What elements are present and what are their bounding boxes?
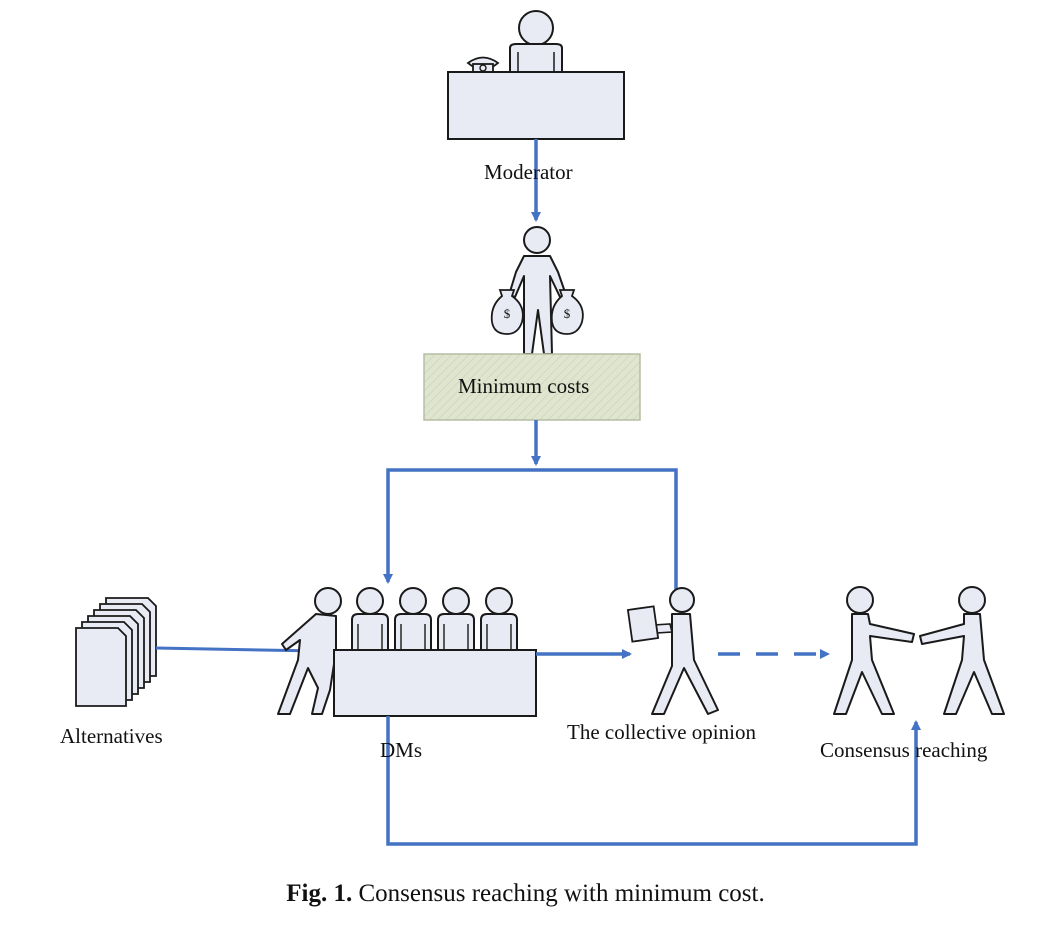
consensus-person-left <box>833 586 915 715</box>
minimum-costs-box <box>423 353 641 421</box>
alternatives-documents-icon <box>75 597 157 707</box>
figure-caption-text: Consensus reaching with minimum cost. <box>358 880 765 907</box>
consensus-reaching-label: Consensus reaching <box>820 738 988 762</box>
minimum-costs-label: Minimum costs <box>458 374 590 398</box>
dm-seated-person-2 <box>394 587 432 650</box>
figure-caption: Fig. 1. Consensus reaching with minimum … <box>0 880 1051 908</box>
telephone-icon <box>466 56 500 74</box>
dm-seated-person-1 <box>351 587 389 650</box>
dm-walker-figure <box>277 587 347 715</box>
collective-opinion-label: The collective opinion <box>567 720 756 744</box>
consensus-person-right <box>919 586 1005 715</box>
dms-label: DMs <box>380 738 423 762</box>
money-bag-left-symbol: $ <box>504 306 511 321</box>
moderator-figure <box>509 10 563 72</box>
alternatives-label: Alternatives <box>60 724 163 748</box>
dms-table <box>333 649 537 717</box>
figure-caption-prefix: Fig. 1. <box>286 880 353 907</box>
money-bag-right-icon: $ <box>550 289 584 335</box>
money-bag-left-icon: $ <box>490 289 524 335</box>
dm-seated-person-4 <box>480 587 518 650</box>
dm-seated-person-3 <box>437 587 475 650</box>
money-person-figure <box>508 226 567 355</box>
connector-alternatives-to-dms <box>155 646 319 653</box>
arrow-dms-to-consensus <box>386 716 921 846</box>
document-held-icon <box>626 605 660 643</box>
arrow-loop-to-dms <box>383 468 678 590</box>
collective-opinion-figure <box>636 587 719 715</box>
money-bag-right-symbol: $ <box>564 306 571 321</box>
moderator-desk <box>447 71 625 140</box>
moderator-label: Moderator <box>484 160 573 184</box>
